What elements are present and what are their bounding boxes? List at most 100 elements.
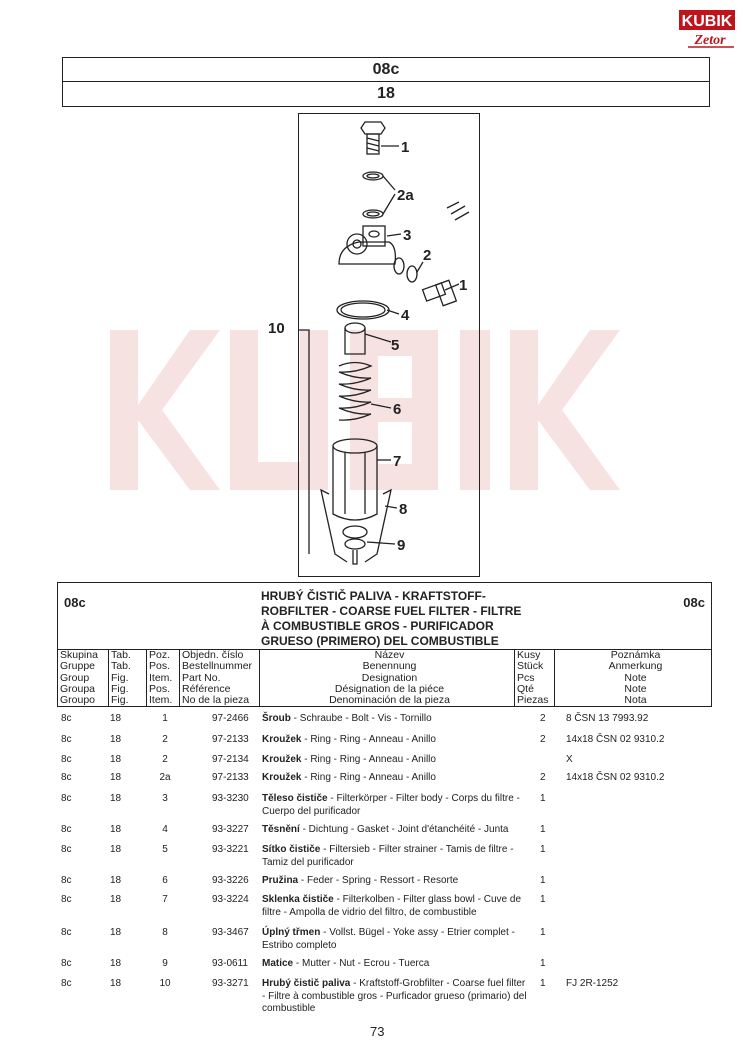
part-number-cell: 97-2133: [212, 734, 249, 745]
column-label: Benennung: [362, 660, 417, 673]
part-number-cell: 93-0611: [212, 958, 248, 969]
name-translations: - Schraube - Bolt - Vis - Tornillo: [290, 713, 432, 724]
position-cell: 6: [162, 875, 168, 886]
name-translations: - Filterkolben - Filter glass bowl - Cuv…: [262, 894, 522, 918]
name-translations: - Kraftstoff-Grobfilter - Coarse fuel fi…: [262, 978, 527, 1014]
position-cell: 2: [162, 734, 168, 745]
name-cz: Těsnění: [262, 824, 300, 835]
note-cell: 8 ČSN 13 7993.92: [566, 713, 649, 724]
column-label: Skupina: [60, 649, 98, 661]
column-label: Anmerkung: [608, 660, 663, 673]
name-cz: Šroub: [262, 713, 291, 724]
callout-1: 1: [401, 139, 409, 156]
column-label: Item.: [149, 671, 173, 684]
group-cell: 8c: [61, 772, 72, 783]
column-label: No de la pieza: [182, 694, 250, 707]
name-translations: - Ring - Ring - Anneau - Anillo: [301, 754, 436, 765]
callout-6: 6: [393, 401, 401, 418]
column-label: Qté: [517, 682, 534, 695]
name-translations: - Vollst. Bügel - Yoke assy - Etrier com…: [262, 927, 515, 951]
group-cell: 8c: [61, 793, 72, 804]
name-cell: Kroužek - Ring - Ring - Anneau - Anillo: [262, 754, 530, 767]
group-code: 08c: [372, 61, 400, 78]
tab-cell: 18: [110, 978, 122, 989]
column-label: Désignation de la piéce: [334, 682, 445, 695]
col-pos: Poz.Pos.Item.Pos.Item.: [146, 649, 182, 706]
name-cz: Kroužek: [262, 754, 302, 765]
name-cz: Sítko čističe: [262, 844, 321, 855]
callout-8: 8: [399, 501, 407, 518]
column-label: Note: [624, 682, 647, 695]
figure-number: 18: [63, 81, 709, 105]
quantity-cell: 2: [540, 713, 546, 724]
part-number-cell: 97-2466: [212, 713, 249, 724]
exploded-diagram: 1 2a 3 2 1 4 5 6 7 8 9: [295, 113, 480, 577]
name-cell: Kroužek - Ring - Ring - Anneau - Anillo: [262, 734, 530, 747]
column-label: Pos.: [149, 660, 171, 673]
column-label: Název: [374, 649, 405, 661]
group-cell: 8c: [61, 958, 72, 969]
name-cell: Kroužek - Ring - Ring - Anneau - Anillo: [262, 772, 530, 785]
callout-2: 2: [423, 247, 431, 264]
name-cell: Šroub - Schraube - Bolt - Vis - Tornillo: [262, 713, 530, 726]
title-line: À COMBUSTIBLE GROS - PURIFICADOR: [261, 619, 494, 633]
column-label: Bestellnummer: [182, 660, 253, 673]
callout-5: 5: [391, 337, 399, 354]
column-label: Groupo: [60, 694, 96, 707]
title-line: ROBFILTER - COARSE FUEL FILTER - FILTRE: [261, 604, 522, 618]
tab-cell: 18: [110, 713, 122, 724]
note-cell: 14x18 ČSN 02 9310.2: [566, 772, 665, 783]
position-cell: 3: [162, 793, 168, 804]
column-label: Pcs: [517, 671, 535, 684]
tab-cell: 18: [110, 754, 122, 765]
part-number-cell: 93-3226: [212, 875, 249, 886]
column-label: Fig.: [111, 694, 129, 707]
quantity-cell: 1: [540, 844, 546, 855]
kubik-zetor-logo: KUBIK Zetor: [679, 10, 735, 48]
quantity-cell: 2: [540, 734, 546, 745]
group-cell: 8c: [61, 713, 72, 724]
group-cell: 8c: [61, 875, 72, 886]
name-cell: Těsnění - Dichtung - Gasket - Joint d'ét…: [262, 824, 530, 837]
note-cell: X: [566, 754, 573, 765]
column-label: Groupa: [60, 682, 96, 695]
tab-cell: 18: [110, 772, 122, 783]
section-header: 08c 08c HRUBÝ ČISTIČ PALIVA - KRAFTSTOFF…: [57, 582, 712, 707]
name-cz: Pružina: [262, 875, 299, 886]
column-label: Tab.: [111, 649, 131, 661]
name-cz: Těleso čističe: [262, 793, 328, 804]
tab-cell: 18: [110, 958, 122, 969]
note-cell: FJ 2R-1252: [566, 978, 619, 989]
column-label: Poz.: [149, 649, 171, 661]
callout-4: 4: [401, 307, 410, 324]
group-left: 08c: [64, 595, 86, 610]
page-number: 73: [370, 1024, 385, 1039]
part-number-cell: 93-3467: [212, 927, 249, 938]
tab-cell: 18: [110, 844, 122, 855]
column-label: Fig.: [111, 682, 129, 695]
name-cell: Pružina - Feder - Spring - Ressort - Res…: [262, 875, 530, 888]
name-translations: - Filtersieb - Filter strainer - Tamis d…: [262, 844, 514, 868]
column-label: Denominación de la pieza: [329, 694, 450, 707]
name-cell: Úplný třmen - Vollst. Bügel - Yoke assy …: [262, 927, 530, 952]
name-cz: Úplný třmen: [262, 927, 321, 938]
quantity-cell: 1: [540, 978, 546, 989]
col-tab: Tab.Tab.Fig.Fig.Fig.: [108, 649, 149, 707]
callout-10: 10: [268, 320, 285, 337]
quantity-cell: 1: [540, 824, 546, 835]
tab-cell: 18: [110, 793, 122, 804]
name-cell: Sklenka čističe - Filterkolben - Filter …: [262, 894, 530, 919]
position-cell: 8: [162, 927, 168, 938]
svg-text:KUBIK: KUBIK: [682, 13, 733, 30]
position-cell: 2a: [159, 772, 171, 783]
name-cell: Sítko čističe - Filtersieb - Filter stra…: [262, 844, 530, 869]
group-cell: 8c: [61, 927, 72, 938]
part-number-cell: 93-3227: [212, 824, 249, 835]
column-label: Tab.: [111, 660, 131, 673]
tab-cell: 18: [110, 927, 122, 938]
